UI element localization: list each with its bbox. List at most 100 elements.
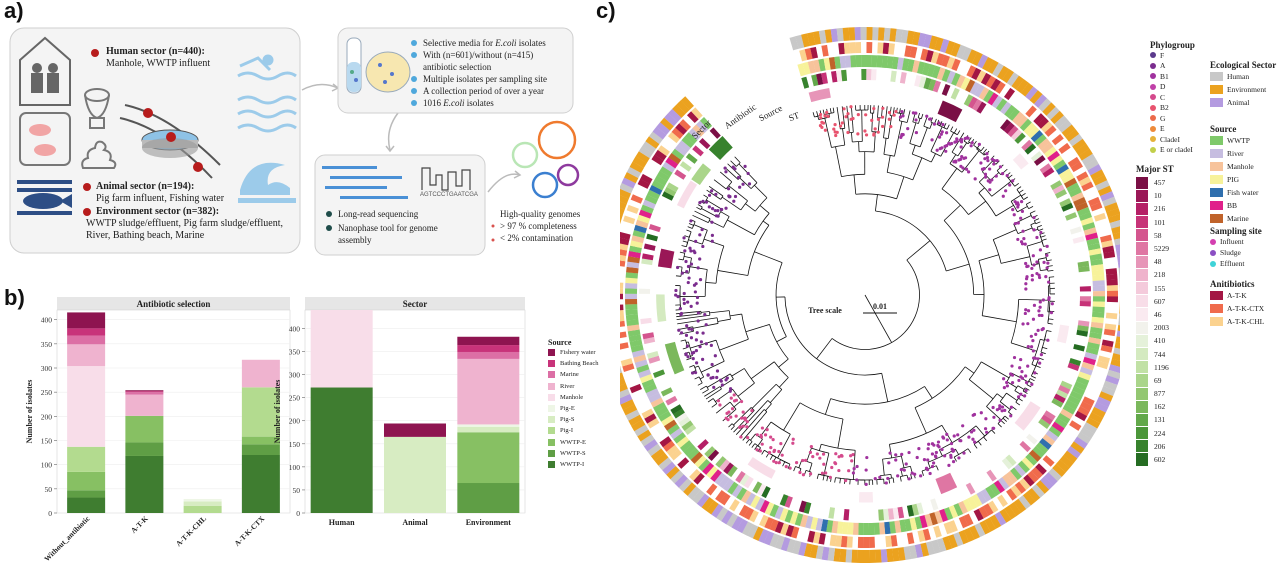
antibiotic-ring-segment bbox=[691, 107, 703, 120]
y-tick-label: 200 bbox=[41, 412, 53, 421]
tip-dot bbox=[1031, 317, 1036, 321]
tree-branch bbox=[1017, 227, 1033, 235]
antibiotic-ring-segment bbox=[1106, 279, 1118, 286]
tree-arc bbox=[755, 433, 763, 440]
tip-dot bbox=[969, 144, 973, 148]
legend-swatch bbox=[1210, 98, 1223, 107]
waves-icon bbox=[237, 95, 297, 133]
tree-leaf bbox=[696, 206, 702, 210]
tip-dot bbox=[951, 449, 955, 453]
tip-dot bbox=[1024, 261, 1028, 266]
tree-leaf bbox=[1045, 252, 1051, 255]
tip-dot bbox=[675, 265, 680, 270]
legend-swatch bbox=[548, 382, 555, 390]
tip-dot bbox=[1041, 298, 1046, 302]
sector-ring-segment bbox=[1040, 476, 1054, 490]
tip-dot bbox=[998, 404, 1002, 408]
st-ring-segment bbox=[1061, 202, 1074, 212]
source-ring-segment bbox=[642, 199, 656, 210]
sector-ring-segment bbox=[1100, 191, 1115, 202]
legend-item: Marine bbox=[548, 369, 598, 380]
sector-ring-segment bbox=[711, 503, 724, 518]
source-ring-segment bbox=[625, 282, 638, 289]
tip-dot bbox=[714, 192, 718, 197]
sector-ring-segment bbox=[1111, 226, 1120, 235]
tip-dot bbox=[1016, 221, 1020, 225]
tree-leaf bbox=[997, 423, 1002, 428]
antibiotic-ring-segment bbox=[748, 509, 759, 523]
y-tick-label: 250 bbox=[289, 394, 301, 403]
source-ring-segment bbox=[1084, 351, 1098, 361]
tip-dot bbox=[834, 133, 838, 138]
tree-arc bbox=[814, 115, 818, 118]
legend-item: Sludge bbox=[1210, 247, 1262, 258]
source-ring-segment bbox=[764, 502, 775, 516]
tip-dot bbox=[696, 319, 700, 323]
sector-ring-segment bbox=[620, 207, 625, 215]
tip-dot bbox=[1030, 382, 1034, 386]
st-ring-segment bbox=[646, 351, 659, 359]
antibiotic-ring-segment bbox=[857, 536, 864, 548]
tree-arc bbox=[1016, 189, 1020, 193]
sector-ring-segment bbox=[625, 409, 640, 421]
source-ring-segment bbox=[625, 314, 639, 321]
st-ring-segment bbox=[697, 439, 709, 451]
st-ring-segment bbox=[1067, 362, 1080, 371]
tip-dot bbox=[900, 452, 904, 457]
tree-arc bbox=[1028, 378, 1031, 382]
tip-dot bbox=[729, 387, 733, 391]
source-ring-segment bbox=[931, 65, 941, 79]
tip-dot bbox=[938, 135, 942, 139]
tree-arc bbox=[784, 296, 882, 376]
tip-dot bbox=[686, 280, 690, 285]
tip-dot bbox=[694, 338, 698, 342]
source-ring-segment bbox=[868, 522, 875, 535]
tip-dot bbox=[684, 259, 688, 264]
antibiotic-ring-segment bbox=[1074, 410, 1088, 422]
antibiotic-ring-segment bbox=[1044, 125, 1057, 137]
tree-arc bbox=[750, 182, 758, 189]
tip-dot bbox=[695, 331, 699, 335]
antibiotic-ring-segment bbox=[922, 528, 931, 541]
tree-arc bbox=[749, 439, 753, 442]
legend-item: 877 bbox=[1136, 387, 1174, 400]
tree-arc bbox=[986, 393, 998, 407]
phylogroup-legend-title: Phylogroup bbox=[1150, 40, 1195, 50]
tip-dot bbox=[855, 478, 859, 482]
source-ring-segment bbox=[924, 513, 933, 527]
tree-arc bbox=[757, 445, 761, 449]
tip-dot bbox=[873, 477, 877, 481]
tip-dot bbox=[969, 430, 974, 434]
bar-segment bbox=[125, 392, 164, 395]
tip-dot bbox=[967, 170, 971, 174]
legend-swatch bbox=[1136, 440, 1148, 453]
legend-swatch bbox=[548, 416, 555, 424]
tip-dot bbox=[850, 459, 854, 463]
st-ring-segment bbox=[739, 473, 750, 486]
tree-branch bbox=[1031, 363, 1036, 367]
sector-ring-segment bbox=[1011, 75, 1024, 90]
antibiotic-ring-segment bbox=[990, 78, 1001, 91]
source-ring-segment bbox=[909, 517, 918, 531]
tip-dot bbox=[1000, 405, 1005, 409]
tip-dot bbox=[959, 145, 963, 149]
st-block bbox=[1014, 401, 1041, 431]
st-block bbox=[937, 100, 963, 123]
sector-ring-segment bbox=[775, 535, 785, 550]
tip-dot bbox=[691, 357, 695, 361]
tip-dot bbox=[917, 447, 921, 451]
tip-dot bbox=[878, 475, 882, 480]
sector-ring-segment bbox=[1116, 250, 1120, 257]
tree-leaf bbox=[713, 179, 727, 190]
tip-dot bbox=[1037, 313, 1041, 317]
tree-leaf bbox=[679, 251, 685, 254]
tip-dot bbox=[941, 122, 945, 127]
st-ring-segment bbox=[816, 73, 824, 86]
tip-dot bbox=[779, 442, 783, 446]
sector-ring-segment bbox=[982, 56, 994, 72]
sector-ring-segment bbox=[874, 549, 882, 563]
st-ring-segment bbox=[968, 96, 978, 109]
tree-branch bbox=[701, 360, 725, 373]
tip-dot bbox=[820, 471, 825, 475]
tree-branch bbox=[957, 142, 968, 157]
